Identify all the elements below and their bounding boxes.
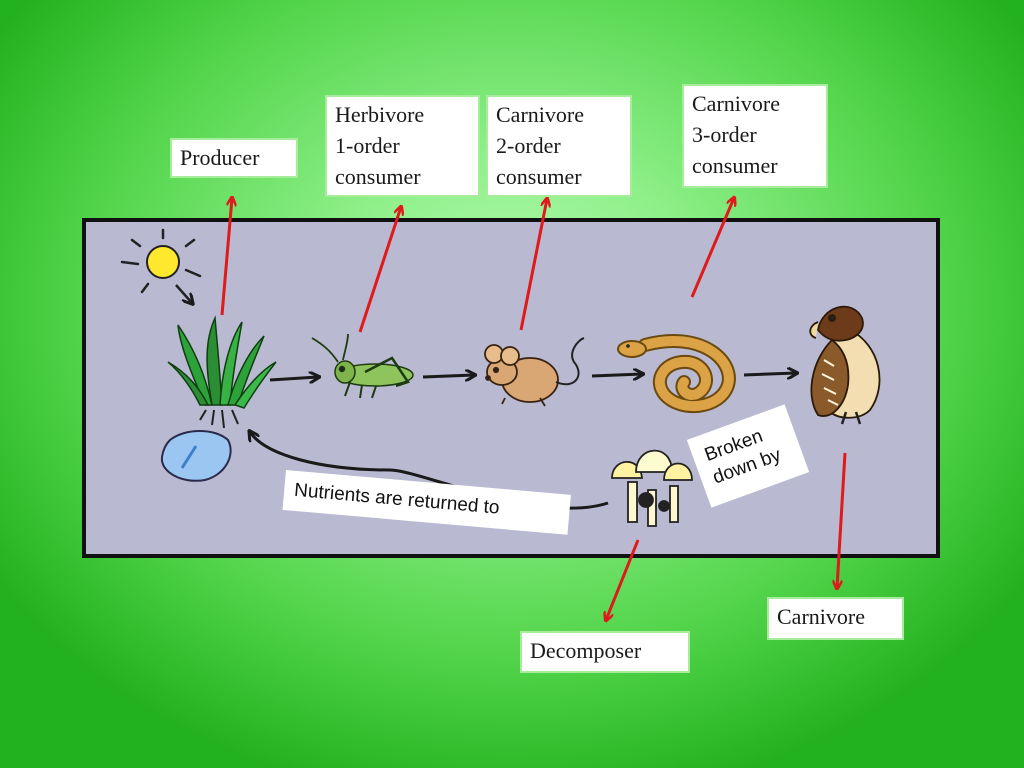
water-icon [160,430,232,482]
grasshopper-icon [311,333,414,399]
label-decomposer: Decomposer [520,631,690,673]
sun-icon [120,228,202,303]
pointer-arrows [220,198,847,620]
snake-icon [617,334,736,414]
arrow-mouse-to-snake [591,374,642,376]
pointer-producer [220,198,232,316]
mouse-icon [484,337,585,407]
mushroom-icon [611,449,693,527]
pointer-herbivore [358,207,401,333]
pointer-decomposer [606,539,640,620]
label-producer: Producer [170,138,298,178]
arrow-grass-to-grasshopper [269,377,318,380]
arrow-snake-to-hawk [743,373,796,375]
label-carnivore-2-order: Carnivore 2-order consumer [486,95,632,197]
label-carnivore: Carnivore [767,597,904,640]
pointer-carnivore2 [519,199,547,331]
label-herbivore: Herbivore 1-order consumer [325,95,480,197]
pointer-carnivore3 [690,198,734,298]
grass-icon [167,315,277,429]
pointer-carnivore [837,452,847,588]
hawk-icon [809,305,881,425]
label-carnivore-3-order: Carnivore 3-order consumer [682,84,828,188]
arrow-grasshopper-to-mouse [422,375,474,377]
